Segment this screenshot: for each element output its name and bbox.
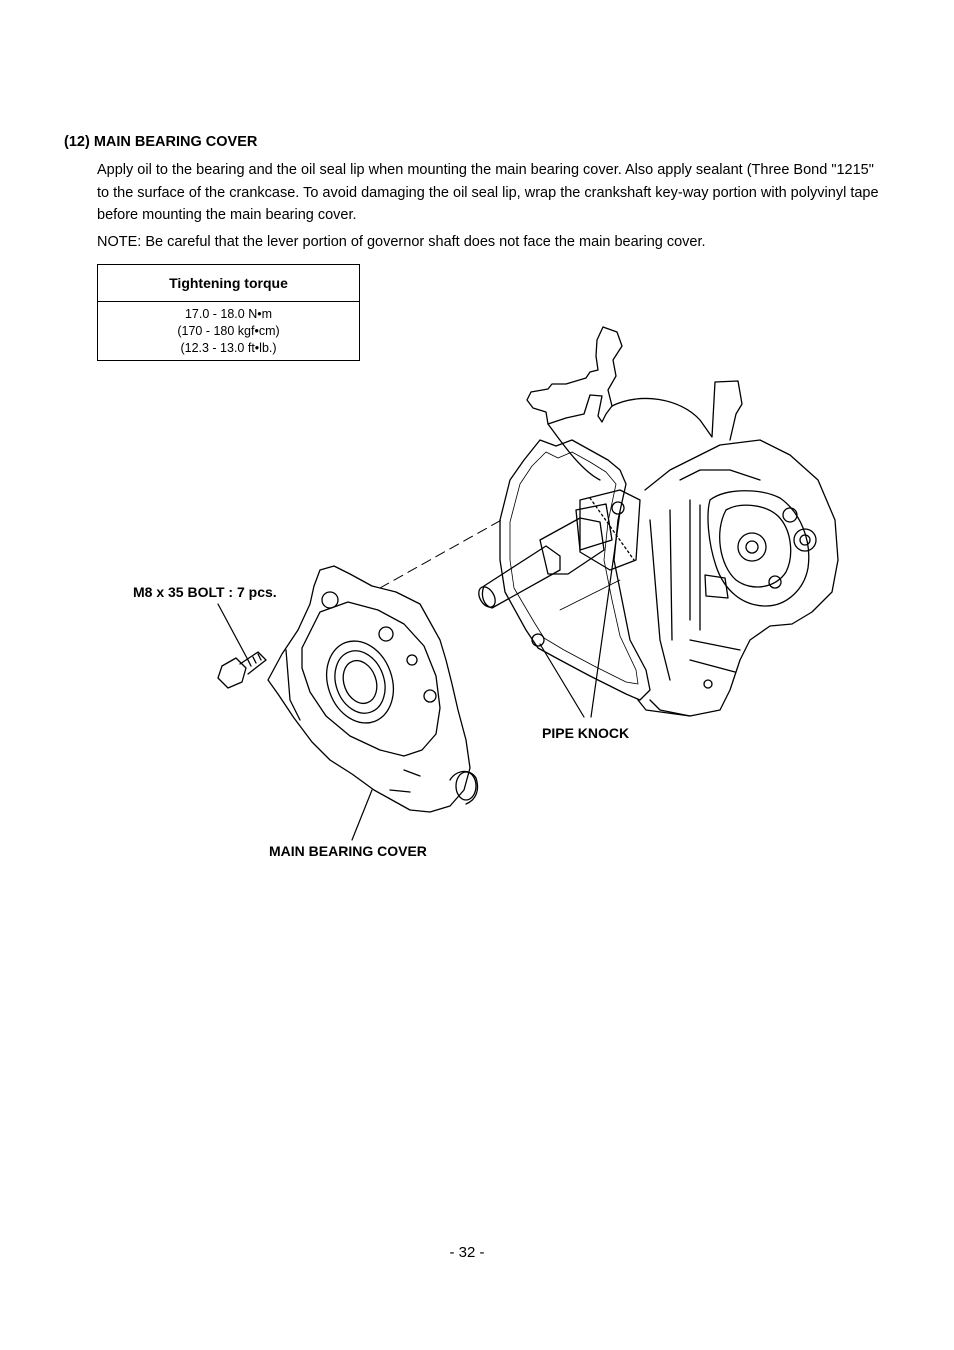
main-bearing-cover-illustration	[267, 565, 479, 813]
crankcase-flange	[499, 439, 651, 701]
torque-value-kgfcm: (170 - 180 kgf•cm)	[177, 323, 280, 338]
torque-value-ftlb: (12.3 - 13.0 ft•lb.)	[180, 340, 277, 355]
bolt-label: M8 x 35 BOLT : 7 pcs.	[133, 584, 277, 600]
instruction-paragraph: Apply oil to the bearing and the oil sea…	[97, 162, 879, 223]
torque-table-header: Tightening torque	[97, 264, 360, 302]
note-paragraph: NOTE: Be careful that the lever portion …	[97, 234, 706, 250]
pipe-knock-leader-line-2	[539, 643, 585, 718]
torque-table: Tightening torque 17.0 - 18.0 N•m (170 -…	[97, 264, 360, 361]
page-number: - 32 -	[449, 1244, 485, 1261]
crankshaft-illustration	[478, 489, 641, 611]
torque-value-nm: 17.0 - 18.0 N•m	[184, 306, 273, 321]
alignment-line	[379, 517, 506, 589]
cover-leader-line	[351, 789, 373, 841]
bolt-illustration	[217, 651, 267, 689]
torque-table-values: 17.0 - 18.0 N•m (170 - 180 kgf•cm) (12.3…	[97, 301, 360, 361]
bolt-leader-line	[217, 603, 249, 661]
main-bearing-cover-label: MAIN BEARING COVER	[269, 843, 427, 859]
pipe-knock-leader-line-1	[590, 511, 621, 718]
crankcase-illustration	[526, 326, 839, 717]
section-heading: (12) MAIN BEARING COVER	[64, 134, 258, 150]
pipe-knock-label: PIPE KNOCK	[542, 725, 630, 741]
